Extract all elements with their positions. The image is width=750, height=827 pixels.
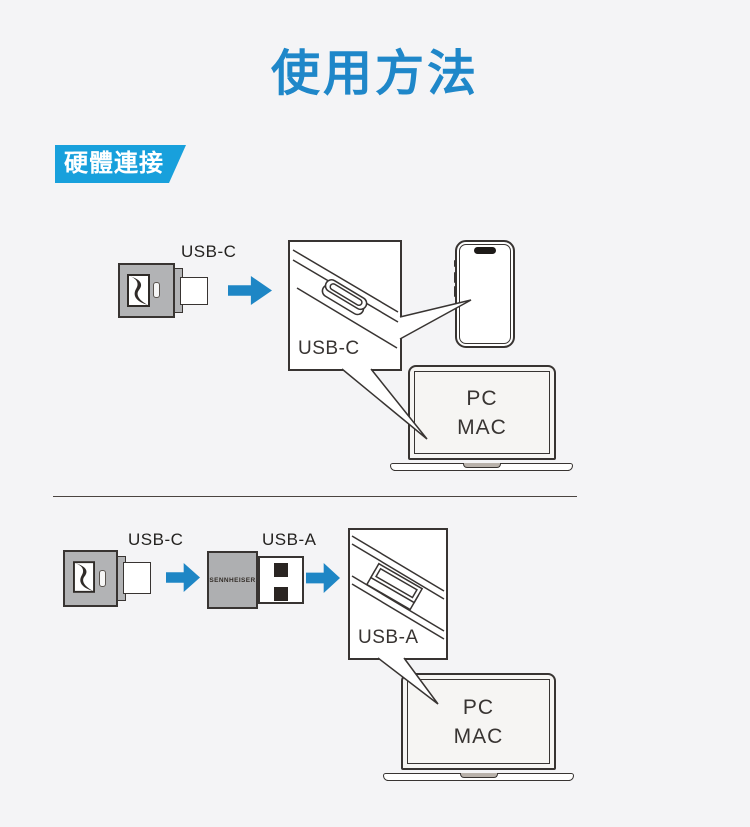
section-label: 硬體連接 <box>64 150 164 177</box>
laptop-screen-inner: PC MAC <box>407 679 550 764</box>
camera-pill-icon <box>474 247 496 254</box>
usb-contact-pin <box>274 563 288 577</box>
computer-label-line2: MAC <box>457 415 507 439</box>
phone-button <box>454 286 457 297</box>
smartphone-illustration <box>454 240 515 348</box>
sennheiser-logo-icon <box>73 561 95 593</box>
laptop-notch <box>459 773 498 778</box>
adapter-brand-text: SENNHEISER <box>209 576 256 584</box>
section-label-banner: 硬體連接 <box>55 145 186 183</box>
computer-label-line1: PC <box>462 695 495 719</box>
usb-a-port-art <box>351 535 445 640</box>
laptop-screen: PC MAC <box>401 673 556 770</box>
usb-c-port-callout: USB-C <box>288 240 402 371</box>
computer-label-line1: PC <box>466 386 498 410</box>
usb-a-adapter: SENNHEISER <box>207 551 304 609</box>
laptop-notch <box>462 463 501 468</box>
usb-c-plug <box>123 562 151 594</box>
phone-screen <box>459 244 511 344</box>
usb-c-dongle <box>118 263 208 318</box>
arrow-right-icon <box>306 563 340 593</box>
phone-button <box>454 272 457 283</box>
usb-c-port-label: USB-C <box>298 338 360 359</box>
led-indicator <box>99 570 106 587</box>
usb-c-dongle <box>63 550 153 607</box>
page-title: 使用方法 <box>270 47 479 101</box>
arrow-right-icon <box>228 276 272 305</box>
usb-a-plug-label: USB-A <box>262 530 317 549</box>
section-divider <box>53 496 577 497</box>
usb-a-plug <box>258 556 304 604</box>
adapter-body: SENNHEISER <box>207 551 258 609</box>
usb-c-plug <box>180 277 208 305</box>
sennheiser-logo-icon <box>127 274 150 307</box>
phone-button <box>454 260 457 267</box>
dongle-body <box>63 550 118 607</box>
dongle-body <box>118 263 175 318</box>
arrow-right-icon <box>166 563 200 592</box>
usb-a-port-callout: USB-A <box>348 528 448 660</box>
laptop-base <box>383 773 574 781</box>
laptop-screen-inner: PC MAC <box>414 371 550 454</box>
usb-c-plug-label: USB-C <box>181 242 237 261</box>
led-indicator <box>153 282 160 298</box>
usb-c-plug-label: USB-C <box>128 530 184 549</box>
usb-contact-pin <box>274 587 288 601</box>
usb-c-port-art <box>292 249 399 349</box>
laptop-screen: PC MAC <box>408 365 556 460</box>
computer-label-line2: MAC <box>453 724 504 748</box>
laptop-base <box>390 463 573 471</box>
usb-a-port-label: USB-A <box>358 627 419 648</box>
